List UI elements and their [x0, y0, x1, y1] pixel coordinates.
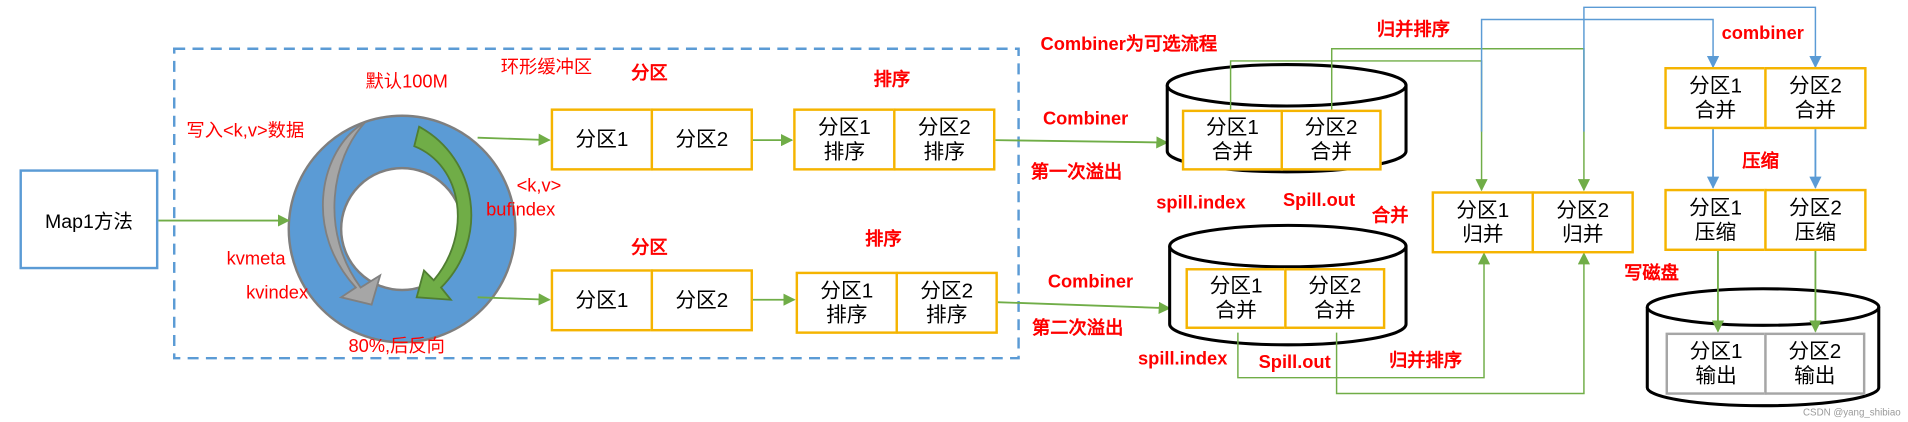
combiner-label-bottom: Combiner: [1047, 271, 1134, 293]
first-spill-label: 第一次溢出: [1030, 162, 1123, 183]
kvindex-label: kvindex: [246, 282, 309, 304]
spill-index-label-bottom: spill.index: [1137, 348, 1228, 370]
second-spill-label: 第二次溢出: [1031, 318, 1124, 339]
spill-index-label-top: spill.index: [1156, 192, 1246, 214]
combiner-label-top: Combiner: [1042, 108, 1129, 130]
partition-cell: 分区1: [550, 108, 654, 171]
sort-label-top: 排序: [873, 69, 911, 91]
green-cycle-arrow: [413, 125, 473, 301]
gray-cycle-arrow: [321, 121, 382, 306]
compress-label: 压缩: [1742, 151, 1779, 172]
partition-cell: 分区1: [550, 269, 654, 332]
final-combiner-label: combiner: [1721, 23, 1804, 44]
partition-label-top: 分区: [631, 63, 668, 85]
ring-buffer: [287, 114, 517, 344]
bufindex-label: bufindex: [486, 199, 556, 221]
spill-out-label-top: Spill.out: [1282, 190, 1356, 211]
partition-cell: 分区2: [650, 269, 753, 332]
partition-cell: 分区2: [650, 108, 753, 171]
buffer-name: 环形缓冲区: [500, 57, 593, 78]
merge-label: 合并: [1371, 205, 1409, 227]
merge-sort-label-top: 归并排序: [1376, 19, 1450, 41]
kvmeta-label: kvmeta: [226, 248, 286, 270]
map-method-box: Map1方法: [19, 169, 159, 270]
spill-out-label-bottom: Spill.out: [1258, 352, 1331, 373]
watermark: CSDN @yang_shibiao: [1803, 406, 1901, 418]
sort-label-bottom: 排序: [865, 229, 902, 250]
ring-buffer-region: [173, 47, 1020, 360]
buffer-default-size: 默认100M: [365, 71, 448, 93]
map-method-label: Map1方法: [45, 212, 133, 233]
combiner-optional-note: Combiner为可选流程: [1040, 34, 1218, 55]
partition-label-bottom: 分区: [631, 237, 668, 259]
reverse-label: 80%,后反向: [348, 336, 445, 357]
kv-label: <k,v>: [516, 175, 562, 197]
write-kv-label: 写入<k,v>数据: [186, 120, 305, 142]
write-disk-label: 写磁盘: [1624, 263, 1679, 284]
merge-sort-label-bottom: 归并排序: [1388, 350, 1463, 372]
